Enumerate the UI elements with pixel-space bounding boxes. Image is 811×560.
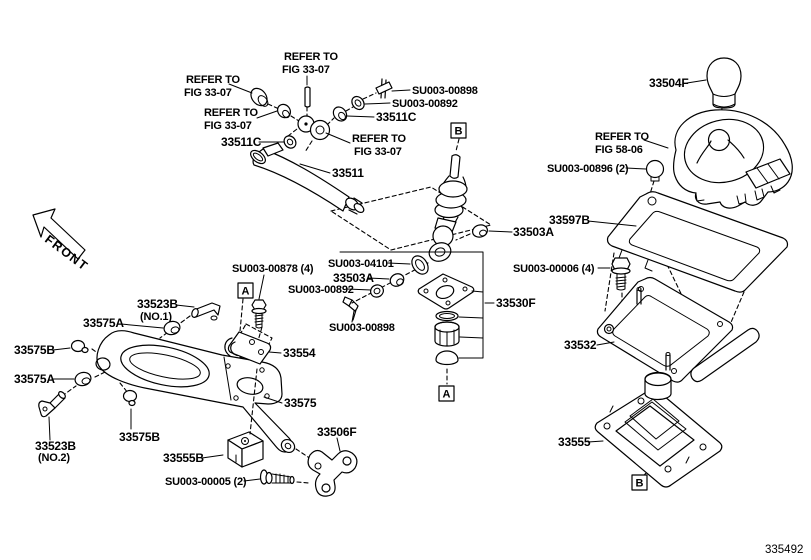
label-33511: 33511	[332, 166, 364, 180]
grommet-33575b-1	[70, 339, 89, 354]
bushing-33575a-1	[163, 320, 181, 336]
label-refer-4-line1: REFER TO	[352, 133, 406, 145]
label-su003-00878: SU003-00878 (4)	[232, 263, 314, 275]
screw-su003-00896	[645, 159, 665, 182]
label-33575b-2: 33575B	[119, 430, 160, 444]
damper-33555b	[227, 431, 264, 468]
marker-b-top: B	[455, 126, 463, 138]
label-su003-00898-mid: SU003-00898	[329, 322, 395, 334]
retainer-bracket-33532	[596, 276, 760, 383]
pin-su003-00898-mid	[342, 296, 359, 321]
bolt-su003-00878	[251, 299, 267, 329]
label-33597b: 33597B	[549, 213, 590, 227]
label-33532: 33532	[564, 338, 597, 352]
bolt-su003-00006	[611, 257, 631, 291]
bracket-comb-lines	[339, 251, 484, 359]
label-refer-2-line1: REFER TO	[186, 74, 240, 86]
cap-dome	[435, 350, 459, 366]
label-refer-3-line2: FIG 33-07	[204, 120, 252, 132]
label-33555: 33555	[558, 435, 591, 449]
label-no2: (NO.2)	[38, 452, 70, 464]
rod-33523b-no1	[191, 302, 221, 321]
bushing-refer-cup	[250, 87, 269, 107]
washer-su003-04101	[411, 255, 429, 275]
marker-a-left: A	[242, 286, 250, 298]
front-direction-arrow: FRONT	[32, 208, 91, 274]
label-su003-00892-mid: SU003-00892	[288, 284, 354, 296]
label-33575a-2: 33575A	[14, 372, 55, 386]
label-refer-5-line2: FIG 58-06	[595, 144, 643, 156]
marker-b-bottom: B	[636, 478, 644, 490]
bushing-33511c-left	[283, 135, 297, 149]
label-refer-3-line1: REFER TO	[204, 107, 258, 119]
label-refer-4-line2: FIG 33-07	[354, 146, 402, 158]
label-33511c-left: 33511C	[221, 135, 262, 149]
label-refer-2-line2: FIG 33-07	[184, 87, 232, 99]
label-33523b-no1: 33523B	[137, 297, 178, 311]
screw-su003-00005	[259, 469, 295, 485]
figure-number: 335492	[765, 544, 803, 556]
bushing-33503a-mid	[389, 273, 405, 287]
label-33503a-right: 33503A	[513, 225, 554, 239]
console-bezel-fig58	[672, 109, 793, 209]
o-ring	[435, 310, 459, 322]
label-33575a-1: 33575A	[83, 316, 124, 330]
bushing-refer-small	[277, 103, 291, 119]
label-33575b-1: 33575B	[14, 343, 55, 357]
washer-su003-00892-mid	[370, 284, 384, 298]
label-su003-00896: SU003-00896 (2)	[547, 163, 629, 175]
label-33555b: 33555B	[163, 451, 204, 465]
dashed-over-lines	[249, 368, 258, 435]
label-33503a-mid: 33503A	[333, 271, 374, 285]
marker-a-bottom: A	[443, 389, 451, 401]
leader-lines	[48, 75, 707, 482]
section-markers: B A A B	[237, 122, 648, 491]
label-33523b-no2: 33523B	[35, 439, 76, 453]
label-33504f: 33504F	[649, 76, 689, 90]
boot-assembly-33555	[594, 371, 723, 488]
linkage-joint	[297, 115, 331, 141]
bracket-33506f	[307, 449, 358, 497]
label-su003-00005: SU003-00005 (2)	[165, 476, 247, 488]
pin-su003-00898-top	[375, 78, 393, 99]
label-refer-5-line1: REFER TO	[595, 131, 649, 143]
label-33554: 33554	[283, 346, 316, 360]
gasket-plate-33530f	[417, 273, 475, 310]
bushing-33511c-right	[332, 106, 348, 122]
bushing-33503a-right	[471, 224, 489, 238]
grommet-33575b-2	[122, 389, 138, 407]
label-su003-00892-top: SU003-00892	[392, 98, 458, 110]
callout-labels: REFER TO FIG 33-07 REFER TO FIG 33-07 RE…	[14, 51, 689, 488]
rod-33523b-no2	[38, 391, 66, 418]
label-33575: 33575	[284, 396, 317, 410]
bushing-33575a-2	[74, 371, 92, 387]
linkage-rod-33511	[250, 142, 365, 215]
label-su003-00006: SU003-00006 (4)	[513, 263, 595, 275]
label-su003-04101: SU003-04101	[328, 258, 394, 270]
pin-refer-top	[304, 86, 311, 108]
label-refer-1-line1: REFER TO	[284, 51, 338, 63]
bushing-cylinder	[434, 321, 460, 347]
cover-plate-33597b	[606, 191, 789, 293]
shift-knob-33504f	[706, 57, 742, 109]
bracket-33554	[224, 331, 272, 365]
label-refer-1-line2: FIG 33-07	[282, 64, 330, 76]
label-33511c-right: 33511C	[376, 110, 417, 124]
label-no1: (NO.1)	[140, 311, 172, 323]
label-su003-00898-top: SU003-00898	[412, 85, 478, 97]
shift-lever-assembly	[428, 154, 468, 262]
label-33530f: 33530F	[496, 296, 536, 310]
label-33506f: 33506F	[317, 425, 357, 439]
washer-su003-00892-top	[351, 95, 365, 111]
